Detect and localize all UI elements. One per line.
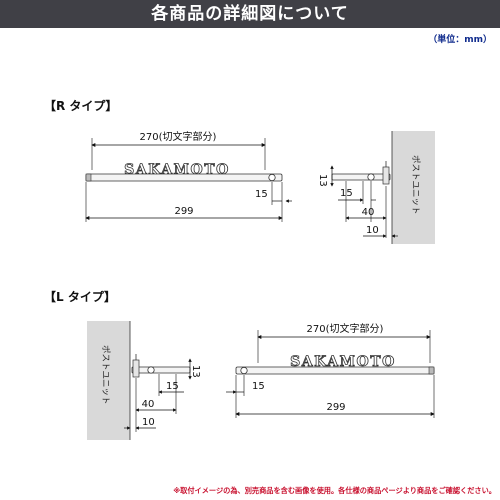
- l-type-side-view: ポストユニット 13 15 40 10: [87, 321, 201, 440]
- page-header: 各商品の詳細図について: [0, 0, 500, 28]
- r-side-10: 10: [366, 225, 379, 236]
- l-side-10: 10: [142, 417, 155, 428]
- l-side-40: 40: [142, 399, 155, 410]
- l-side-13: 13: [190, 365, 201, 378]
- r-post-unit-label: ポストユニット: [410, 155, 420, 215]
- r-dim-end: 15: [255, 189, 268, 200]
- l-plate-text: SAKAMOTO: [290, 354, 396, 370]
- l-type-label: 【L タイプ】: [44, 290, 116, 304]
- r-dim-cut-text: 270(切文字部分): [140, 130, 217, 143]
- unit-note: （単位：mm）: [428, 35, 492, 45]
- l-dim-cut-text: 270(切文字部分): [307, 322, 384, 335]
- l-bar: [235, 366, 435, 375]
- l-dim-total: 299: [326, 402, 345, 413]
- l-bolt: [240, 366, 248, 375]
- r-bolt: [268, 173, 276, 182]
- r-type-front-view: 270(切文字部分) SAKAMOTO 15 299: [85, 130, 292, 222]
- l-post-unit: [87, 321, 130, 440]
- r-bar: [85, 173, 283, 182]
- r-post-unit: [392, 131, 435, 244]
- r-side-40: 40: [362, 207, 375, 218]
- r-type-side-view: ポストユニット 13 15 40 10: [317, 131, 435, 244]
- l-dim-end: 15: [252, 381, 265, 392]
- r-side-13: 13: [317, 174, 328, 187]
- r-dim-total: 299: [174, 206, 193, 217]
- r-side-15: 15: [340, 188, 353, 199]
- l-type-front-view: 270(切文字部分) SAKAMOTO 15 299: [226, 322, 435, 418]
- r-type-label: 【R タイプ】: [44, 99, 118, 113]
- page-title: 各商品の詳細図について: [151, 4, 349, 24]
- l-side-15: 15: [166, 381, 179, 392]
- l-post-unit-label: ポストユニット: [100, 345, 110, 405]
- footer-note: ※取付イメージの為、別売商品を含む画像を使用。各仕様の商品ページより商品をご確認…: [173, 486, 496, 495]
